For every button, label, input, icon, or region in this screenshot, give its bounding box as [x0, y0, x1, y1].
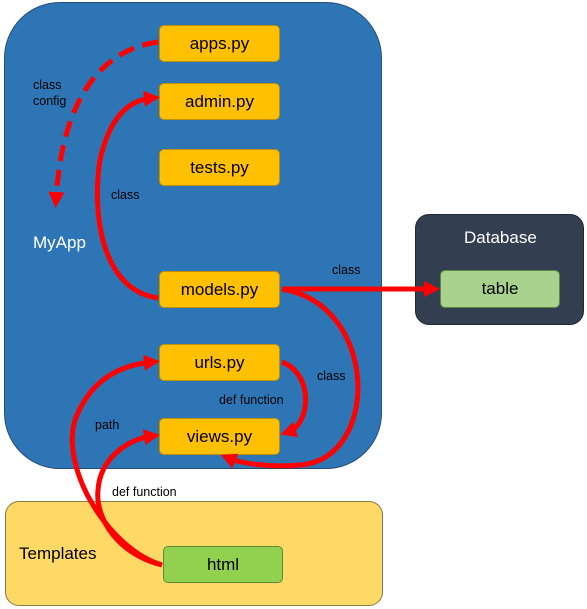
database-title: Database: [464, 228, 537, 247]
apps-py-box[interactable]: apps.py: [159, 25, 280, 62]
models-py-box[interactable]: models.py: [159, 271, 280, 308]
label-class-admin: class: [111, 188, 140, 202]
urls-py-box[interactable]: urls.py: [159, 344, 280, 381]
label-class-table: class: [332, 263, 361, 277]
admin-py-box[interactable]: admin.py: [159, 83, 280, 120]
tests-py-box[interactable]: tests.py: [159, 149, 280, 186]
myapp-title: MyApp: [33, 233, 86, 252]
label-path: path: [95, 418, 120, 432]
label-def-function-urls: def function: [219, 393, 284, 407]
label-class-config: class config: [33, 78, 67, 109]
label-class-views: class: [317, 369, 346, 383]
views-py-box[interactable]: views.py: [159, 418, 280, 455]
label-def-function-html: def function: [112, 485, 177, 499]
templates-title: Templates: [19, 544, 97, 563]
table-box[interactable]: table: [440, 270, 560, 308]
html-box[interactable]: html: [163, 546, 283, 583]
